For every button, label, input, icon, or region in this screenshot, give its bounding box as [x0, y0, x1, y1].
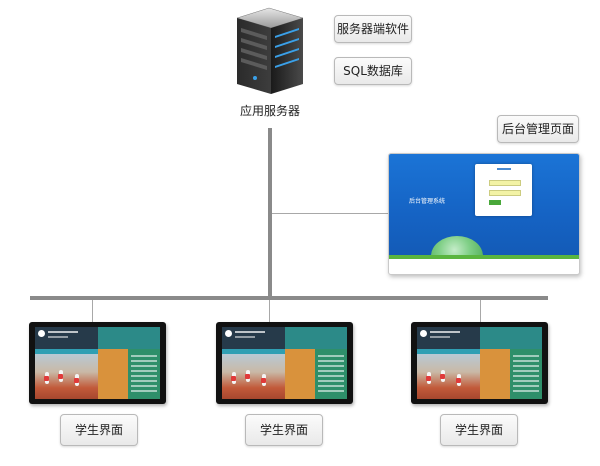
client-1-connector-line	[92, 300, 93, 322]
student-screen-2-banner	[285, 327, 347, 349]
server-icon	[236, 7, 304, 94]
runner-shirt	[74, 378, 79, 383]
admin-screen-display: 后台管理系统	[389, 154, 579, 255]
student-screen-1-banner	[98, 327, 160, 349]
student-screen-3	[411, 322, 548, 404]
server-software-label: 服务器端软件	[334, 15, 412, 43]
student-interface-label-3: 学生界面	[440, 414, 518, 446]
runner-shirt	[245, 374, 250, 379]
runner-shirt	[58, 374, 63, 379]
school-logo-icon	[225, 330, 232, 337]
sql-database-label: SQL数据库	[334, 57, 412, 85]
color-band	[35, 349, 98, 354]
login-panel-header	[497, 168, 511, 170]
student-interface-label-2: 学生界面	[245, 414, 323, 446]
runner-shirt	[261, 378, 266, 383]
header-text-line	[235, 331, 265, 333]
school-logo-icon	[38, 330, 45, 337]
header-text-line	[235, 336, 255, 338]
student-screen-1	[29, 322, 166, 404]
server-node: 应用服务器	[225, 6, 315, 126]
school-logo-icon	[420, 330, 427, 337]
header-text-line	[430, 336, 450, 338]
server-trunk-line	[268, 128, 272, 299]
server-label: 应用服务器	[239, 104, 300, 118]
admin-page-label: 后台管理页面	[497, 115, 579, 143]
login-panel	[475, 164, 532, 216]
student-screen-1-photo	[35, 354, 98, 399]
client-3-connector-line	[480, 300, 481, 322]
student-screen-2-display	[222, 327, 347, 399]
admin-screen-title: 后台管理系统	[409, 198, 446, 205]
header-text-line	[48, 331, 78, 333]
info-panel-orange	[285, 349, 315, 399]
student-screen-2	[216, 322, 353, 404]
runner-shirt	[440, 374, 445, 379]
admin-footer-bar	[389, 255, 579, 259]
info-panel-orange	[480, 349, 510, 399]
student-screen-3-banner	[480, 327, 542, 349]
login-password-field	[489, 190, 521, 196]
student-screen-1-display	[35, 327, 160, 399]
admin-connector-line	[272, 213, 388, 214]
student-interface-label-1: 学生界面	[60, 414, 138, 446]
student-screen-3-photo	[417, 354, 480, 399]
info-panel-rows	[318, 355, 344, 395]
color-band	[222, 349, 285, 354]
student-screen-2-photo	[222, 354, 285, 399]
header-text-line	[48, 336, 68, 338]
login-button	[489, 200, 501, 205]
network-bus-line	[30, 296, 548, 300]
runner-shirt	[456, 378, 461, 383]
globe-graphic	[431, 236, 483, 255]
login-username-field	[489, 180, 521, 186]
student-screen-3-display	[417, 327, 542, 399]
color-band	[417, 349, 480, 354]
info-panel-rows	[513, 355, 539, 395]
runner-shirt	[426, 376, 431, 381]
info-panel-orange	[98, 349, 128, 399]
header-text-line	[430, 331, 460, 333]
runner-shirt	[231, 376, 236, 381]
admin-screen: 后台管理系统	[388, 153, 580, 275]
info-panel-rows	[131, 355, 157, 395]
runner-shirt	[44, 376, 49, 381]
client-2-connector-line	[269, 300, 270, 322]
